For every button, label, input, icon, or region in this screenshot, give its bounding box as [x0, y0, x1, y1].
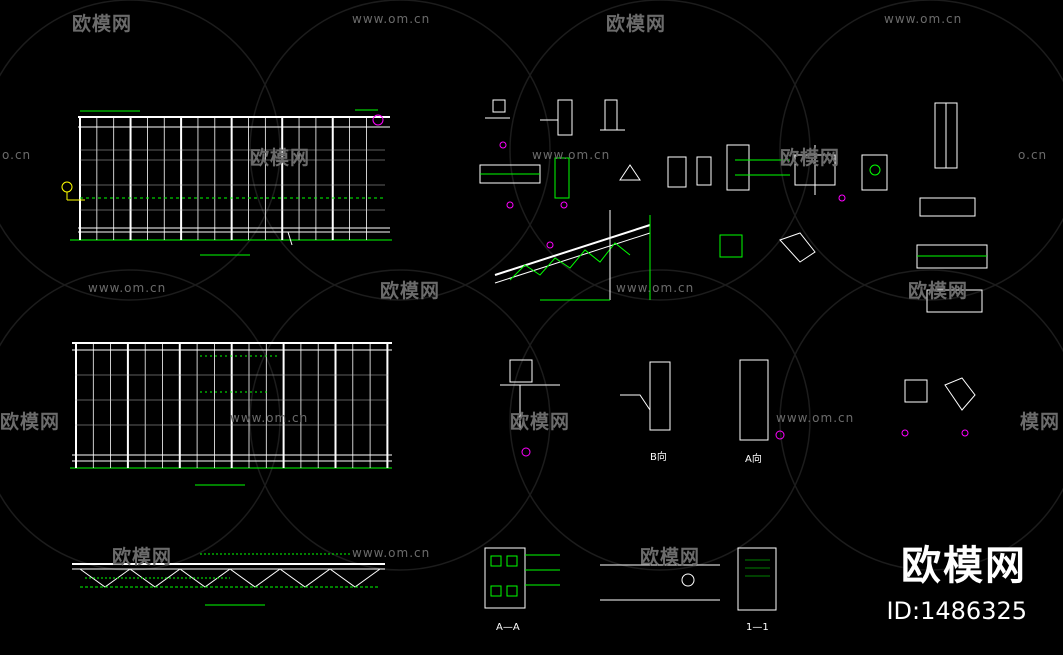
middle-elevation-drawing [70, 342, 392, 486]
watermark-logo-partial-2: 模网 [1020, 411, 1061, 433]
watermark-url-8: www.om.cn [352, 546, 431, 560]
brand-id: ID:1486325 [886, 597, 1027, 625]
watermark-logo-8: 欧模网 [112, 546, 173, 568]
watermark-url-3: www.om.cn [532, 148, 611, 162]
watermark-logo-partial-1: 欧模网 [0, 411, 61, 433]
section-label-1-1: 1—1 [746, 622, 769, 633]
top-elevation-drawing [61, 109, 392, 256]
bottom-truss-drawing [72, 553, 385, 606]
view-label-b: B向 [650, 452, 667, 463]
view-label-a: A向 [745, 454, 762, 465]
watermark-logo-7: 欧模网 [510, 411, 571, 433]
brand-logo: 欧模网 [901, 543, 1027, 589]
watermark-url-4: www.om.cn [88, 281, 167, 295]
watermark-url-6: www.om.cn [230, 411, 309, 425]
watermark-logo-2: 欧模网 [606, 13, 667, 35]
callout-markers [499, 141, 969, 457]
watermark-logo-4: 欧模网 [780, 147, 841, 169]
watermark-url-7: www.om.cn [776, 411, 855, 425]
watermark-logo-1: 欧模网 [72, 13, 133, 35]
center-top-details [479, 99, 988, 313]
section-label-a-a: A—A [496, 622, 520, 633]
diagonal-truss-drawing [494, 210, 816, 301]
watermark-logo-9: 欧模网 [640, 546, 701, 568]
watermark-logo-6: 欧模网 [908, 280, 969, 302]
center-bottom-details [484, 547, 777, 611]
watermark-logo-3: 欧模网 [250, 147, 311, 169]
watermark-url-partial-2: o.cn [1018, 148, 1048, 162]
center-middle-details [500, 359, 976, 441]
watermark-url-1: www.om.cn [352, 12, 431, 26]
watermark-logo-5: 欧模网 [380, 280, 441, 302]
watermark-url-5: www.om.cn [616, 281, 695, 295]
watermark-url-2: www.om.cn [884, 12, 963, 26]
watermark-circles [0, 0, 1063, 571]
watermark-url-partial-1: o.cn [2, 148, 32, 162]
